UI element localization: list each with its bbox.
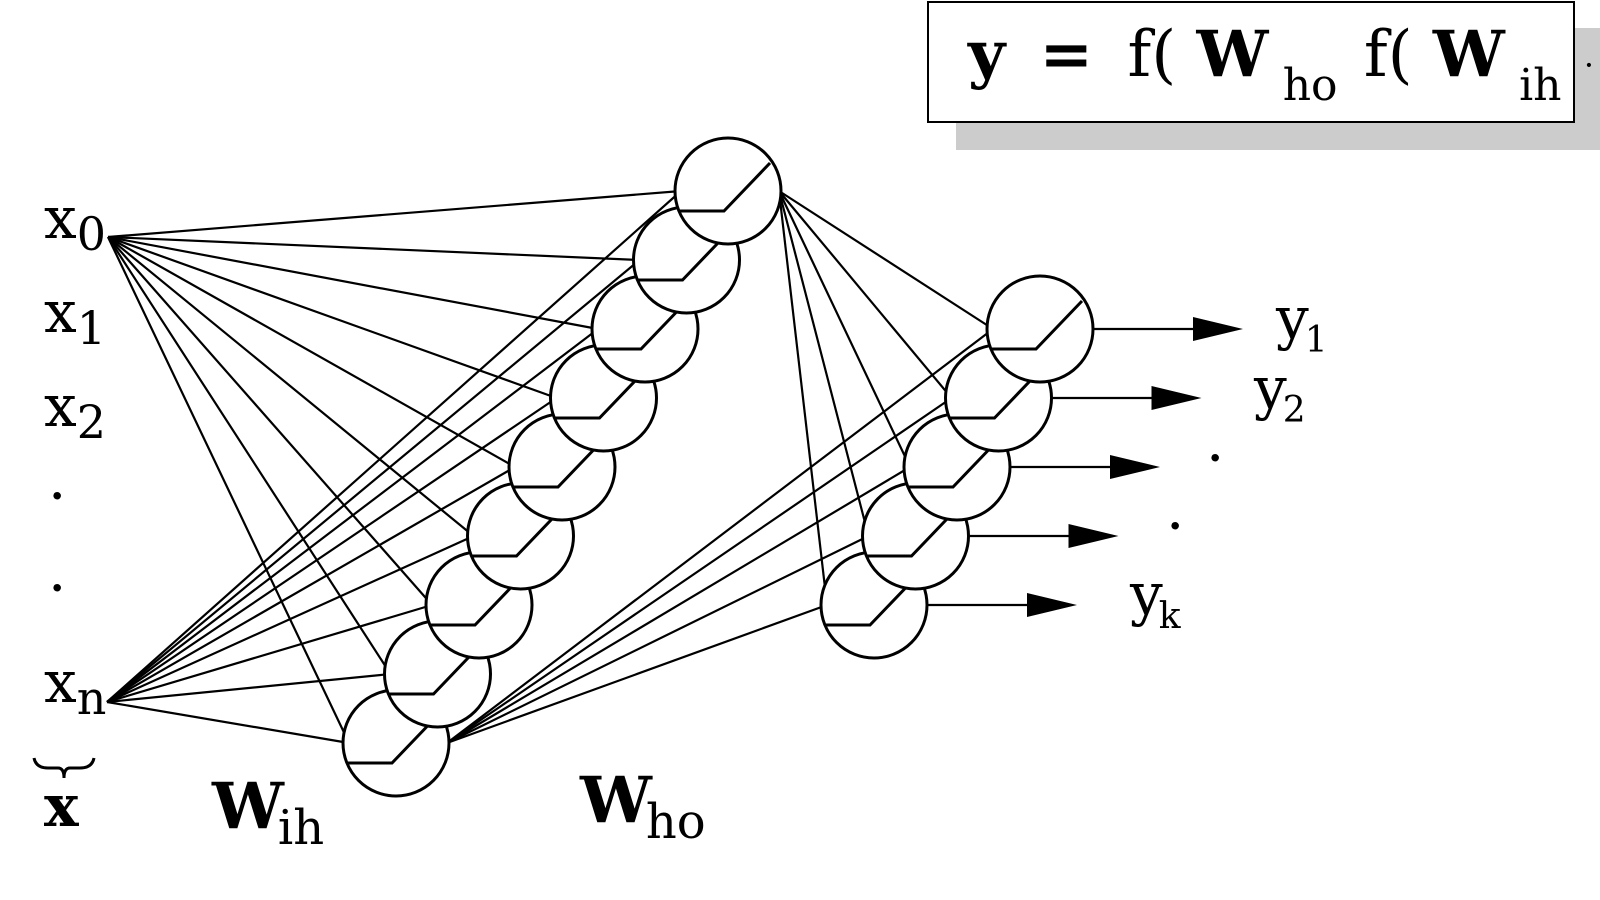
formula-f-inner: f( xyxy=(1364,18,1413,92)
input-brace xyxy=(32,757,96,779)
edge-xn-h6 xyxy=(106,603,433,704)
weight-label-ih: Wih xyxy=(211,769,324,856)
edge-hbot-o2 xyxy=(446,466,911,744)
relu-activation-icon xyxy=(514,437,606,489)
edge-x0-h8 xyxy=(107,236,350,744)
edge-x0-h3 xyxy=(107,235,557,400)
hidden-node-0-circle xyxy=(673,136,783,246)
formula-text: y = f( W ho f( W ih · x )) xyxy=(967,17,1600,116)
output-labels: y1 y2 · · yk xyxy=(1129,284,1328,637)
edge-hbot-o1 xyxy=(446,397,953,744)
output-label-yk: yk xyxy=(1129,560,1182,637)
output-label-y1: y1 xyxy=(1275,284,1328,361)
edge-hbot-o4 xyxy=(446,603,828,745)
formula-sub-inner: ih xyxy=(1519,60,1561,111)
input-label-x0: x0 xyxy=(44,184,106,261)
relu-activation-icon xyxy=(867,506,959,558)
formula-w-outer: W xyxy=(1196,17,1270,92)
input-label-x2: x2 xyxy=(44,372,106,449)
edge-xn-h4 xyxy=(106,466,516,703)
formula-equals: = xyxy=(1040,17,1094,92)
output-arrowhead-3 xyxy=(1068,524,1119,548)
formula-f-outer: f( xyxy=(1128,18,1177,92)
relu-activation-icon xyxy=(909,437,1001,489)
relu-activation-icon xyxy=(348,713,440,765)
relu-activation-icon xyxy=(992,299,1084,351)
edge-x0-h1 xyxy=(107,235,640,262)
output-arrowhead-1 xyxy=(1151,386,1202,410)
edge-htop-o3 xyxy=(777,190,870,537)
input-label-xn: xn xyxy=(44,648,106,725)
formula-y: y xyxy=(967,17,1007,92)
edge-xn-h1 xyxy=(106,259,641,703)
relu-activation-icon xyxy=(472,506,564,558)
relu-activation-icon xyxy=(389,644,481,696)
output-arrowhead-4 xyxy=(1027,593,1077,617)
relu-activation-icon xyxy=(826,575,918,627)
input-labels: x0 x1 x2 · · xn x xyxy=(32,184,106,840)
input-dot-2: · xyxy=(48,554,66,622)
relu-activation-icon xyxy=(638,230,730,282)
relu-activation-icon xyxy=(431,575,523,627)
edge-htop-o0 xyxy=(778,190,994,330)
hidden-node-0 xyxy=(673,136,783,246)
formula-box: y = f( W ho f( W ih · x )) xyxy=(927,1,1600,150)
output-arrows xyxy=(927,317,1243,617)
edge-x0-h2 xyxy=(107,235,599,331)
edge-htop-o4 xyxy=(777,190,829,606)
edge-hbot-o0 xyxy=(446,328,994,744)
formula-box-frame xyxy=(927,1,1575,123)
connections-hidden-output xyxy=(446,190,994,745)
output-dot-1: · xyxy=(1206,424,1224,492)
hidden-layer xyxy=(341,136,783,798)
edge-xn-h8 xyxy=(106,700,350,745)
edge-x0-h5 xyxy=(107,236,475,537)
edge-x0-h4 xyxy=(107,236,516,468)
input-dot-1: · xyxy=(48,462,66,530)
relu-activation-icon xyxy=(680,161,772,213)
output-arrowhead-0 xyxy=(1193,317,1243,341)
formula-sub-outer: ho xyxy=(1283,60,1338,111)
formula-dot: · xyxy=(1584,46,1594,84)
connections-input-hidden xyxy=(106,189,682,745)
edge-htop-o1 xyxy=(778,190,953,399)
input-label-x1: x1 xyxy=(44,278,106,355)
relu-activation-icon xyxy=(950,368,1042,420)
input-vector-label: x xyxy=(44,772,79,840)
output-node-0-circle xyxy=(985,274,1095,384)
output-layer xyxy=(819,274,1095,660)
relu-activation-icon xyxy=(555,368,647,420)
weight-label-ho: Who xyxy=(579,763,706,850)
formula-w-inner: W xyxy=(1432,17,1506,92)
output-arrowhead-2 xyxy=(1110,455,1160,479)
relu-activation-icon xyxy=(597,299,689,351)
edge-hbot-o3 xyxy=(446,535,869,744)
edge-x0-h7 xyxy=(107,236,392,675)
output-label-y2: y2 xyxy=(1253,354,1306,431)
edge-htop-o2 xyxy=(778,190,911,468)
edge-x0-h6 xyxy=(107,236,433,606)
edge-x0-h0 xyxy=(107,189,682,239)
edge-xn-h7 xyxy=(106,672,391,704)
weight-labels: Wih Who xyxy=(211,763,706,856)
output-node-0 xyxy=(985,274,1095,384)
edge-xn-h0 xyxy=(106,190,682,703)
output-dot-2: · xyxy=(1166,492,1184,560)
